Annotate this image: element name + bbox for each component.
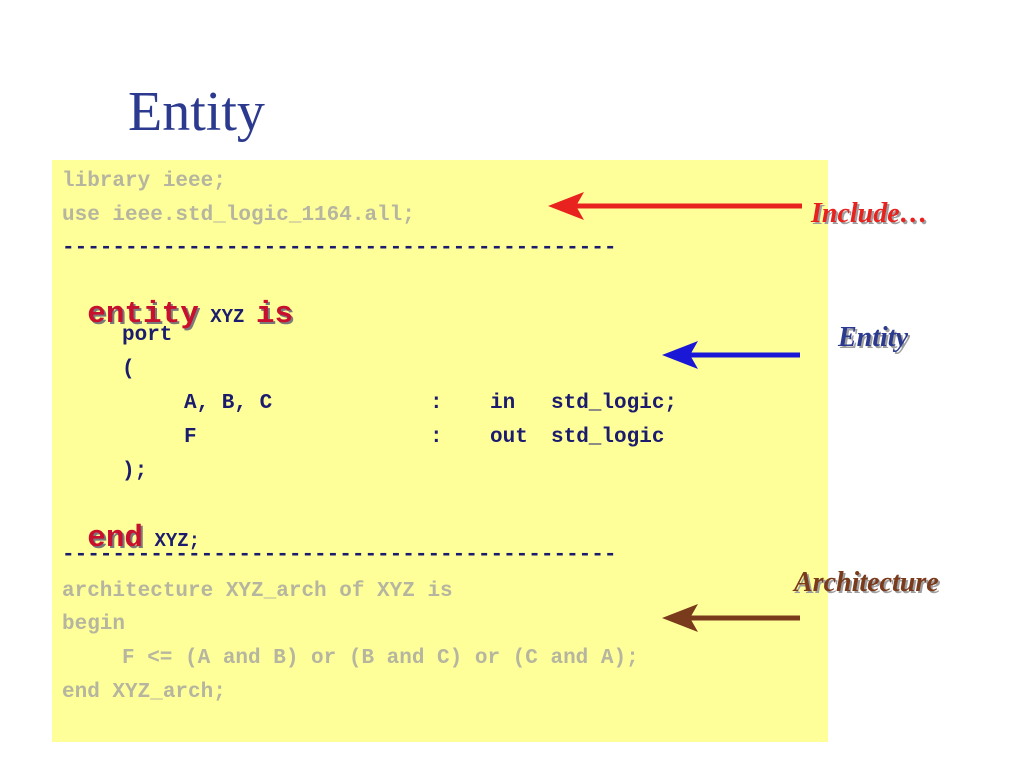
entity-declaration: entity XYZ is [62,276,293,331]
code-line-use: use ieee.std_logic_1164.all; [62,204,415,227]
slide-title: Entity [128,81,265,143]
separator-top: ----------------------------------------… [62,237,617,260]
entity-keyword: entity [87,297,199,332]
end-declaration: end XYZ; [62,500,200,555]
code-line-architecture: architecture XYZ_arch of XYZ is [62,580,453,603]
separator-bottom: ----------------------------------------… [62,544,617,567]
is-keyword: is [255,297,294,332]
include-arrow-icon [548,192,802,220]
code-line-begin: begin [62,613,126,636]
port-abc-names: A, B, C [184,392,273,415]
architecture-arrow-icon [662,604,800,632]
end-name: XYZ; [154,530,201,552]
port-abc-colon: : [430,392,443,415]
port-f-direction: out [490,426,528,449]
code-line-library: library ieee; [62,170,226,193]
port-f-name: F [184,426,197,449]
port-f-colon: : [430,426,443,449]
entity-label: Entity [838,322,909,353]
code-panel [52,160,828,742]
code-line-statement: F <= (A and B) or (B and C) or (C and A)… [122,647,639,670]
end-keyword: end [87,521,144,556]
port-f-type: std_logic [551,426,665,449]
architecture-label: Architecture [794,567,939,598]
code-line-end-arch: end XYZ_arch; [62,681,226,704]
port-abc-direction: in [490,392,516,415]
port-abc-type: std_logic; [551,392,678,415]
code-line-port: port [122,324,173,347]
include-label: Include… [811,198,928,229]
entity-name: XYZ [210,306,245,328]
code-line-open-paren: ( [122,358,135,381]
code-line-close-paren: ); [122,460,148,483]
entity-arrow-icon [662,341,800,369]
